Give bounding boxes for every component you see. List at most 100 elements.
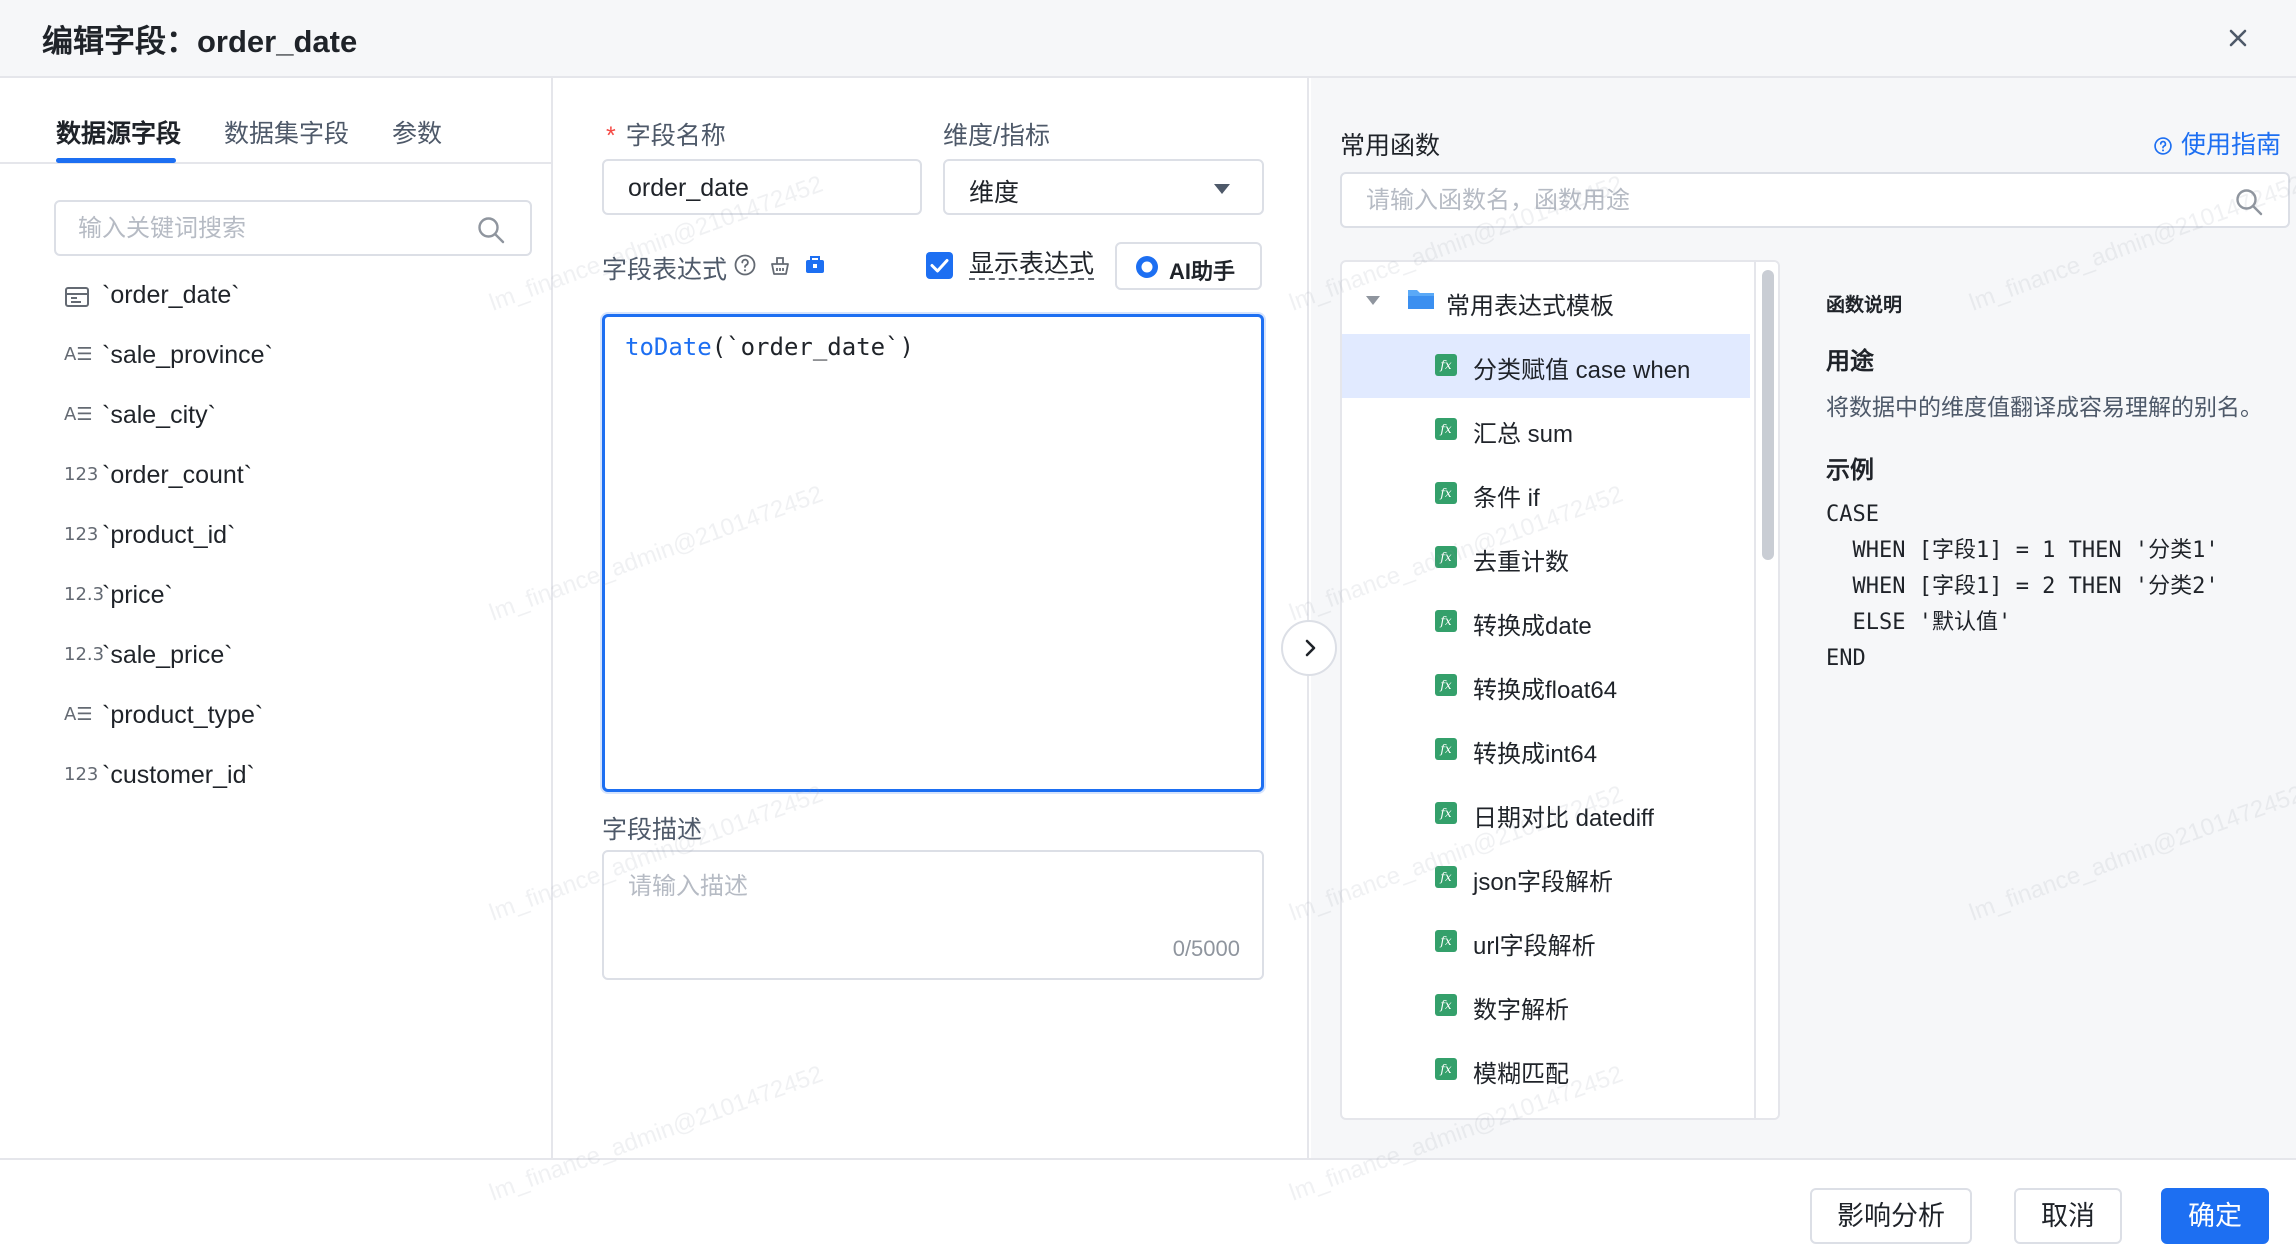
description-label: 字段描述	[602, 816, 703, 844]
function-icon: fx	[1435, 354, 1457, 376]
function-item-case-when[interactable]: fx 分类赋值 case when	[1342, 334, 1750, 398]
chevron-right-icon	[1305, 639, 1316, 657]
clear-icon[interactable]	[768, 253, 792, 277]
function-label: json字段解析	[1473, 869, 1614, 896]
function-item-to-float64[interactable]: fx 转换成float64	[1342, 654, 1750, 718]
field-editor-panel: *字段名称 维度/指标 维度 字段表达式	[553, 78, 1309, 1158]
field-name: `order_count`	[102, 461, 253, 489]
tree-scrollbar-thumb[interactable]	[1762, 270, 1774, 560]
function-search-box	[1340, 172, 2290, 228]
list-item[interactable]: A☰ `product_type`	[0, 688, 551, 748]
search-icon[interactable]	[2234, 187, 2264, 217]
search-icon[interactable]	[476, 215, 506, 245]
list-item[interactable]: 12.3 `price`	[0, 568, 551, 628]
example-code: CASE WHEN [字段1] = 1 THEN '分类1' WHEN [字段1…	[1826, 502, 2219, 671]
close-icon[interactable]	[2220, 20, 2256, 56]
function-icon: fx	[1435, 866, 1457, 888]
function-item-if[interactable]: fx 条件 if	[1342, 462, 1750, 526]
function-icon: fx	[1435, 546, 1457, 568]
show-expression-label[interactable]: 显示表达式	[969, 250, 1095, 280]
field-name: `order_date`	[102, 281, 240, 309]
field-name: `sale_price`	[102, 641, 233, 669]
confirm-button[interactable]: 确定	[2161, 1188, 2269, 1244]
field-list: `order_date` A☰ `sale_province` A☰ `sale…	[0, 268, 551, 808]
cancel-button[interactable]: 取消	[2014, 1188, 2122, 1244]
date-icon	[65, 287, 89, 307]
field-search-input[interactable]	[78, 212, 478, 246]
ai-assistant-button[interactable]: AI助手	[1115, 242, 1262, 290]
function-icon: fx	[1435, 418, 1457, 440]
list-item[interactable]: 123 `order_count`	[0, 448, 551, 508]
list-item[interactable]: A☰ `sale_city`	[0, 388, 551, 448]
expression-args: (`order_date`)	[711, 333, 914, 361]
active-tab-indicator	[56, 158, 176, 163]
tree-folder-templates[interactable]: 常用表达式模板	[1342, 270, 1752, 330]
function-item-sum[interactable]: fx 汇总 sum	[1342, 398, 1750, 462]
function-item-to-int64[interactable]: fx 转换成int64	[1342, 718, 1750, 782]
functions-panel: 常用函数 使用指南 常用表达式模板	[1311, 78, 2296, 1158]
help-icon[interactable]	[733, 253, 757, 277]
list-item[interactable]: 123 `customer_id`	[0, 748, 551, 808]
field-name: `customer_id`	[102, 761, 255, 789]
function-icon: fx	[1435, 482, 1457, 504]
tab-dataset-fields[interactable]: 数据集字段	[224, 120, 350, 148]
list-item[interactable]: `order_date`	[0, 268, 551, 328]
function-item-url-parse[interactable]: fx url字段解析	[1342, 910, 1750, 974]
tree-scrollbar[interactable]	[1754, 262, 1778, 1118]
decimal-icon: 12.3	[64, 644, 105, 665]
function-label: 日期对比 datediff	[1473, 805, 1654, 832]
collapse-toggle-button[interactable]	[1281, 620, 1337, 676]
show-expression-checkbox[interactable]	[926, 252, 953, 279]
function-item-to-date[interactable]: fx 转换成date	[1342, 590, 1750, 654]
source-tabs: 数据源字段 数据集字段 参数	[0, 78, 551, 164]
dialog-title: 编辑字段：order_date	[42, 24, 358, 59]
checkmark-icon	[930, 259, 949, 273]
caret-down-icon[interactable]	[1366, 296, 1380, 305]
field-name: `product_id`	[102, 521, 236, 549]
tab-datasource-fields[interactable]: 数据源字段	[56, 120, 182, 148]
integer-icon: 123	[64, 524, 99, 545]
field-name: `price`	[102, 581, 173, 609]
impact-analysis-button[interactable]: 影响分析	[1810, 1188, 1972, 1244]
list-item[interactable]: A☰ `sale_province`	[0, 328, 551, 388]
dimension-select[interactable]: 维度	[943, 159, 1264, 215]
caret-down-icon	[1214, 184, 1230, 194]
function-label: 去重计数	[1473, 549, 1569, 576]
dimension-label: 维度/指标	[943, 122, 1050, 150]
function-item-datediff[interactable]: fx 日期对比 datediff	[1342, 782, 1750, 846]
dialog-header: 编辑字段：order_date	[0, 0, 2296, 78]
usage-text: 将数据中的维度值翻译成容易理解的别名。	[1826, 394, 2263, 420]
function-label: url字段解析	[1473, 933, 1596, 960]
function-label: 转换成int64	[1473, 741, 1598, 768]
function-item-number-parse[interactable]: fx 数字解析	[1342, 974, 1750, 1038]
folder-label: 常用表达式模板	[1446, 293, 1614, 320]
function-label: 数字解析	[1473, 997, 1569, 1024]
expression-editor[interactable]: toDate(`order_date`)	[602, 314, 1264, 792]
expression-code: toDate(`order_date`)	[625, 333, 914, 361]
function-search-input[interactable]	[1366, 184, 2226, 218]
field-name-box	[602, 159, 922, 215]
dialog-footer: 影响分析 取消 确定	[0, 1158, 2296, 1254]
tab-parameters[interactable]: 参数	[392, 120, 443, 148]
list-item[interactable]: 123 `product_id`	[0, 508, 551, 568]
function-label: 汇总 sum	[1473, 421, 1574, 448]
function-icon: fx	[1435, 674, 1457, 696]
function-item-distinct-count[interactable]: fx 去重计数	[1342, 526, 1750, 590]
function-item-json-parse[interactable]: fx json字段解析	[1342, 846, 1750, 910]
function-item-fuzzy-match[interactable]: fx 模糊匹配	[1342, 1038, 1750, 1102]
function-icon: fx	[1435, 802, 1457, 824]
functions-title: 常用函数	[1340, 132, 1441, 160]
function-label: 条件 if	[1473, 485, 1540, 512]
field-name: `product_type`	[102, 701, 264, 729]
list-item[interactable]: 12.3 `sale_price`	[0, 628, 551, 688]
dimension-value: 维度	[969, 179, 1020, 207]
function-label: 转换成float64	[1473, 677, 1618, 704]
description-input[interactable]	[628, 866, 1238, 936]
expression-label: 字段表达式	[602, 256, 728, 284]
function-icon: fx	[1435, 994, 1457, 1016]
toolbox-icon[interactable]	[803, 253, 827, 277]
usage-guide-link[interactable]: 使用指南	[2153, 125, 2281, 161]
field-name-label: *字段名称	[606, 116, 726, 152]
field-name-input[interactable]	[628, 171, 908, 205]
